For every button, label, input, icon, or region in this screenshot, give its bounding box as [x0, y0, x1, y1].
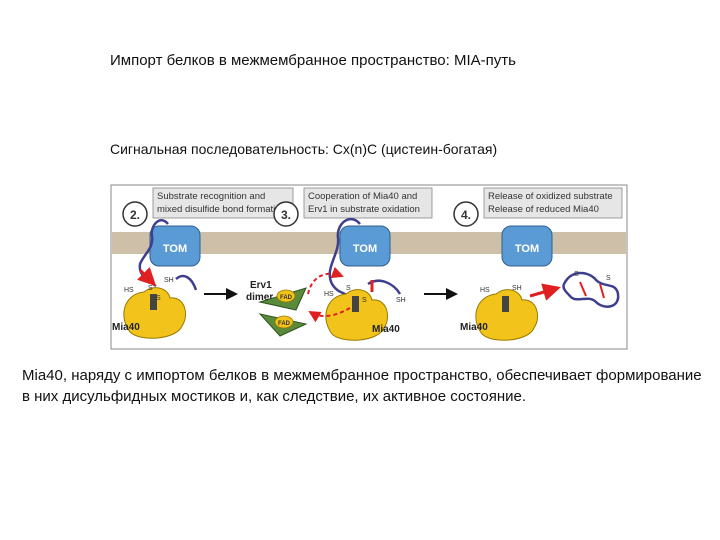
- panel-3-fad-a-label: FAD: [280, 295, 293, 301]
- mia-pathway-figure: 2. Substrate recognition and mixed disul…: [110, 184, 630, 352]
- panel-4: 4. Release of oxidized substrate Release…: [453, 187, 623, 341]
- panel-4-release-arrow: [529, 283, 561, 301]
- panel-3-hs-label: HS: [324, 291, 334, 298]
- panel-3-mia40: [325, 289, 388, 341]
- panel-3-fad-b: [274, 315, 294, 329]
- panel-4-tom-complex: [501, 225, 553, 267]
- panel-4-tom-label: TOM: [515, 243, 539, 255]
- panel-4-mia40-groove: [502, 296, 509, 312]
- panel-2-heading-line1: Substrate recognition and: [157, 191, 265, 202]
- panel-4-s2-label: S: [606, 275, 611, 282]
- panel-2-s1-label: S: [148, 285, 153, 292]
- panel-4-heading-line2: Release of reduced Mia40: [488, 204, 599, 215]
- panel-2-mia40-groove: [150, 294, 157, 310]
- panel-3-tom-label: TOM: [353, 243, 377, 255]
- panel-4-number-circle: [453, 201, 479, 227]
- panel-3-s1-label: S: [346, 285, 351, 292]
- panel-4-number: 4.: [461, 208, 471, 222]
- panel-3-mia40-groove: [352, 296, 359, 312]
- panel-2-heading-box: [152, 187, 294, 219]
- panel-2-s2-label: S: [156, 295, 161, 302]
- slide-caption: Mia40, наряду с импортом белков в межмем…: [22, 367, 702, 405]
- panel-3: 3. Cooperation of Mia40 and Erv1 in subs…: [246, 187, 433, 341]
- panel-3-heading-box: [303, 187, 433, 219]
- panel-2-substrate-tail: [175, 274, 198, 291]
- panel-4-disulfide-bond-1: [579, 281, 587, 297]
- panel-4-disulfide-bond-2: [599, 283, 605, 299]
- panel-3-sh-label: SH: [396, 297, 406, 304]
- panel-3-tom-complex: [339, 225, 391, 267]
- panel-3-number: 3.: [281, 208, 291, 222]
- panel-4-heading-line1: Release of oxidized substrate: [488, 191, 613, 202]
- panel-4-heading-box: [483, 187, 623, 219]
- panel-3-fad-b-label: FAD: [278, 321, 291, 327]
- panel-2-hs-label: HS: [124, 287, 134, 294]
- panel-3-s2-label: S: [362, 297, 367, 304]
- panel-3-electron-arrow-back: [308, 307, 351, 323]
- slide-title: Импорт белков в межмембранное пространст…: [110, 52, 516, 69]
- panel-3-erv1-label: Erv1: [250, 280, 272, 291]
- panel-4-oxidized-substrate: [562, 271, 620, 308]
- panel-3-electron-arrow-up: [307, 266, 344, 295]
- panel-3-number-circle: [273, 201, 299, 227]
- panel-3-heading-line1: Cooperation of Mia40 and: [308, 191, 417, 202]
- panel-2-number: 2.: [130, 208, 140, 222]
- panel-2-mia40-label: Mia40: [112, 322, 140, 333]
- panel-3-fad-a: [276, 289, 296, 303]
- mia-pathway-diagram: 2. Substrate recognition and mixed disul…: [110, 184, 628, 350]
- panel-4-mia40: [475, 289, 538, 341]
- panel-2-red-arrow: [137, 267, 157, 287]
- panel-2-number-circle: [122, 201, 148, 227]
- panel-2-tom-label: TOM: [163, 243, 187, 255]
- panel-2-heading-line2: mixed disulfide bond formation: [157, 204, 286, 215]
- panel-4-s1-label: S: [574, 271, 579, 278]
- panel-2-sh-label: SH: [164, 277, 174, 284]
- slide-subtitle: Сигнальная последовательность: Cx(n)C (ц…: [110, 141, 498, 157]
- panel-3-substrate-chain: [328, 217, 361, 299]
- panel-3-mia40-label: Mia40: [372, 324, 400, 335]
- panel-2-mia40: [123, 287, 186, 339]
- panel-4-hs-label: HS: [480, 287, 490, 294]
- panel-3-heading-line2: Erv1 in substrate oxidation: [308, 204, 420, 215]
- panel-2: 2. Substrate recognition and mixed disul…: [112, 187, 294, 339]
- panel-3-dimer-label: dimer: [246, 292, 273, 303]
- panel-4-mia40-label: Mia40: [460, 322, 488, 333]
- panel-4-sh-label: SH: [512, 285, 522, 292]
